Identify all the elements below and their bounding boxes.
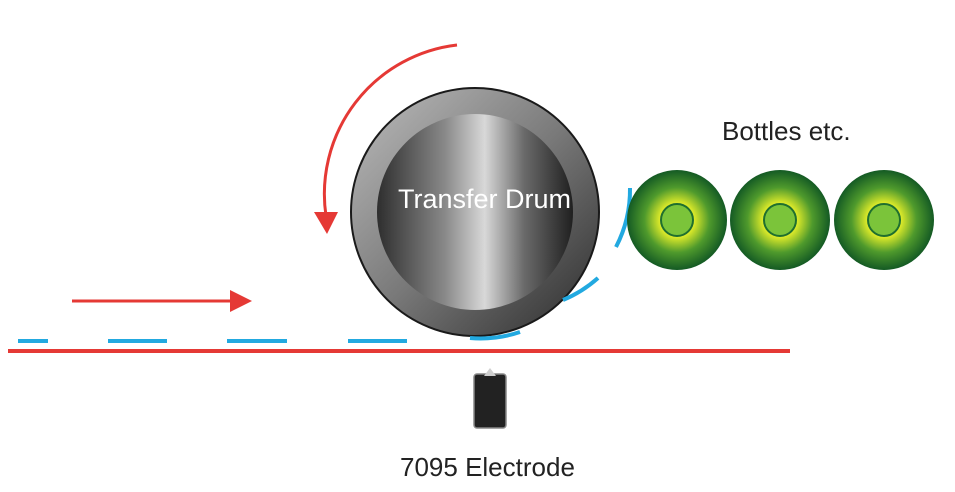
bottle [627,170,727,270]
drum-label-strip [469,330,521,341]
electrode-label: 7095 Electrode [400,452,575,482]
electrode [473,368,507,429]
conveyor-direction-arrow-head [230,290,252,312]
drum-label-strip-3 [614,187,633,248]
bottles [627,170,934,270]
drum-label-strip-2 [562,276,600,302]
transfer-drum [350,87,600,337]
rotation-arrow-head [314,212,338,234]
rotation-arrow [322,43,458,217]
bottles-label: Bottles etc. [722,116,851,146]
bottle [730,170,830,270]
bottle [834,170,934,270]
drum-label: Transfer Drum [398,184,572,214]
